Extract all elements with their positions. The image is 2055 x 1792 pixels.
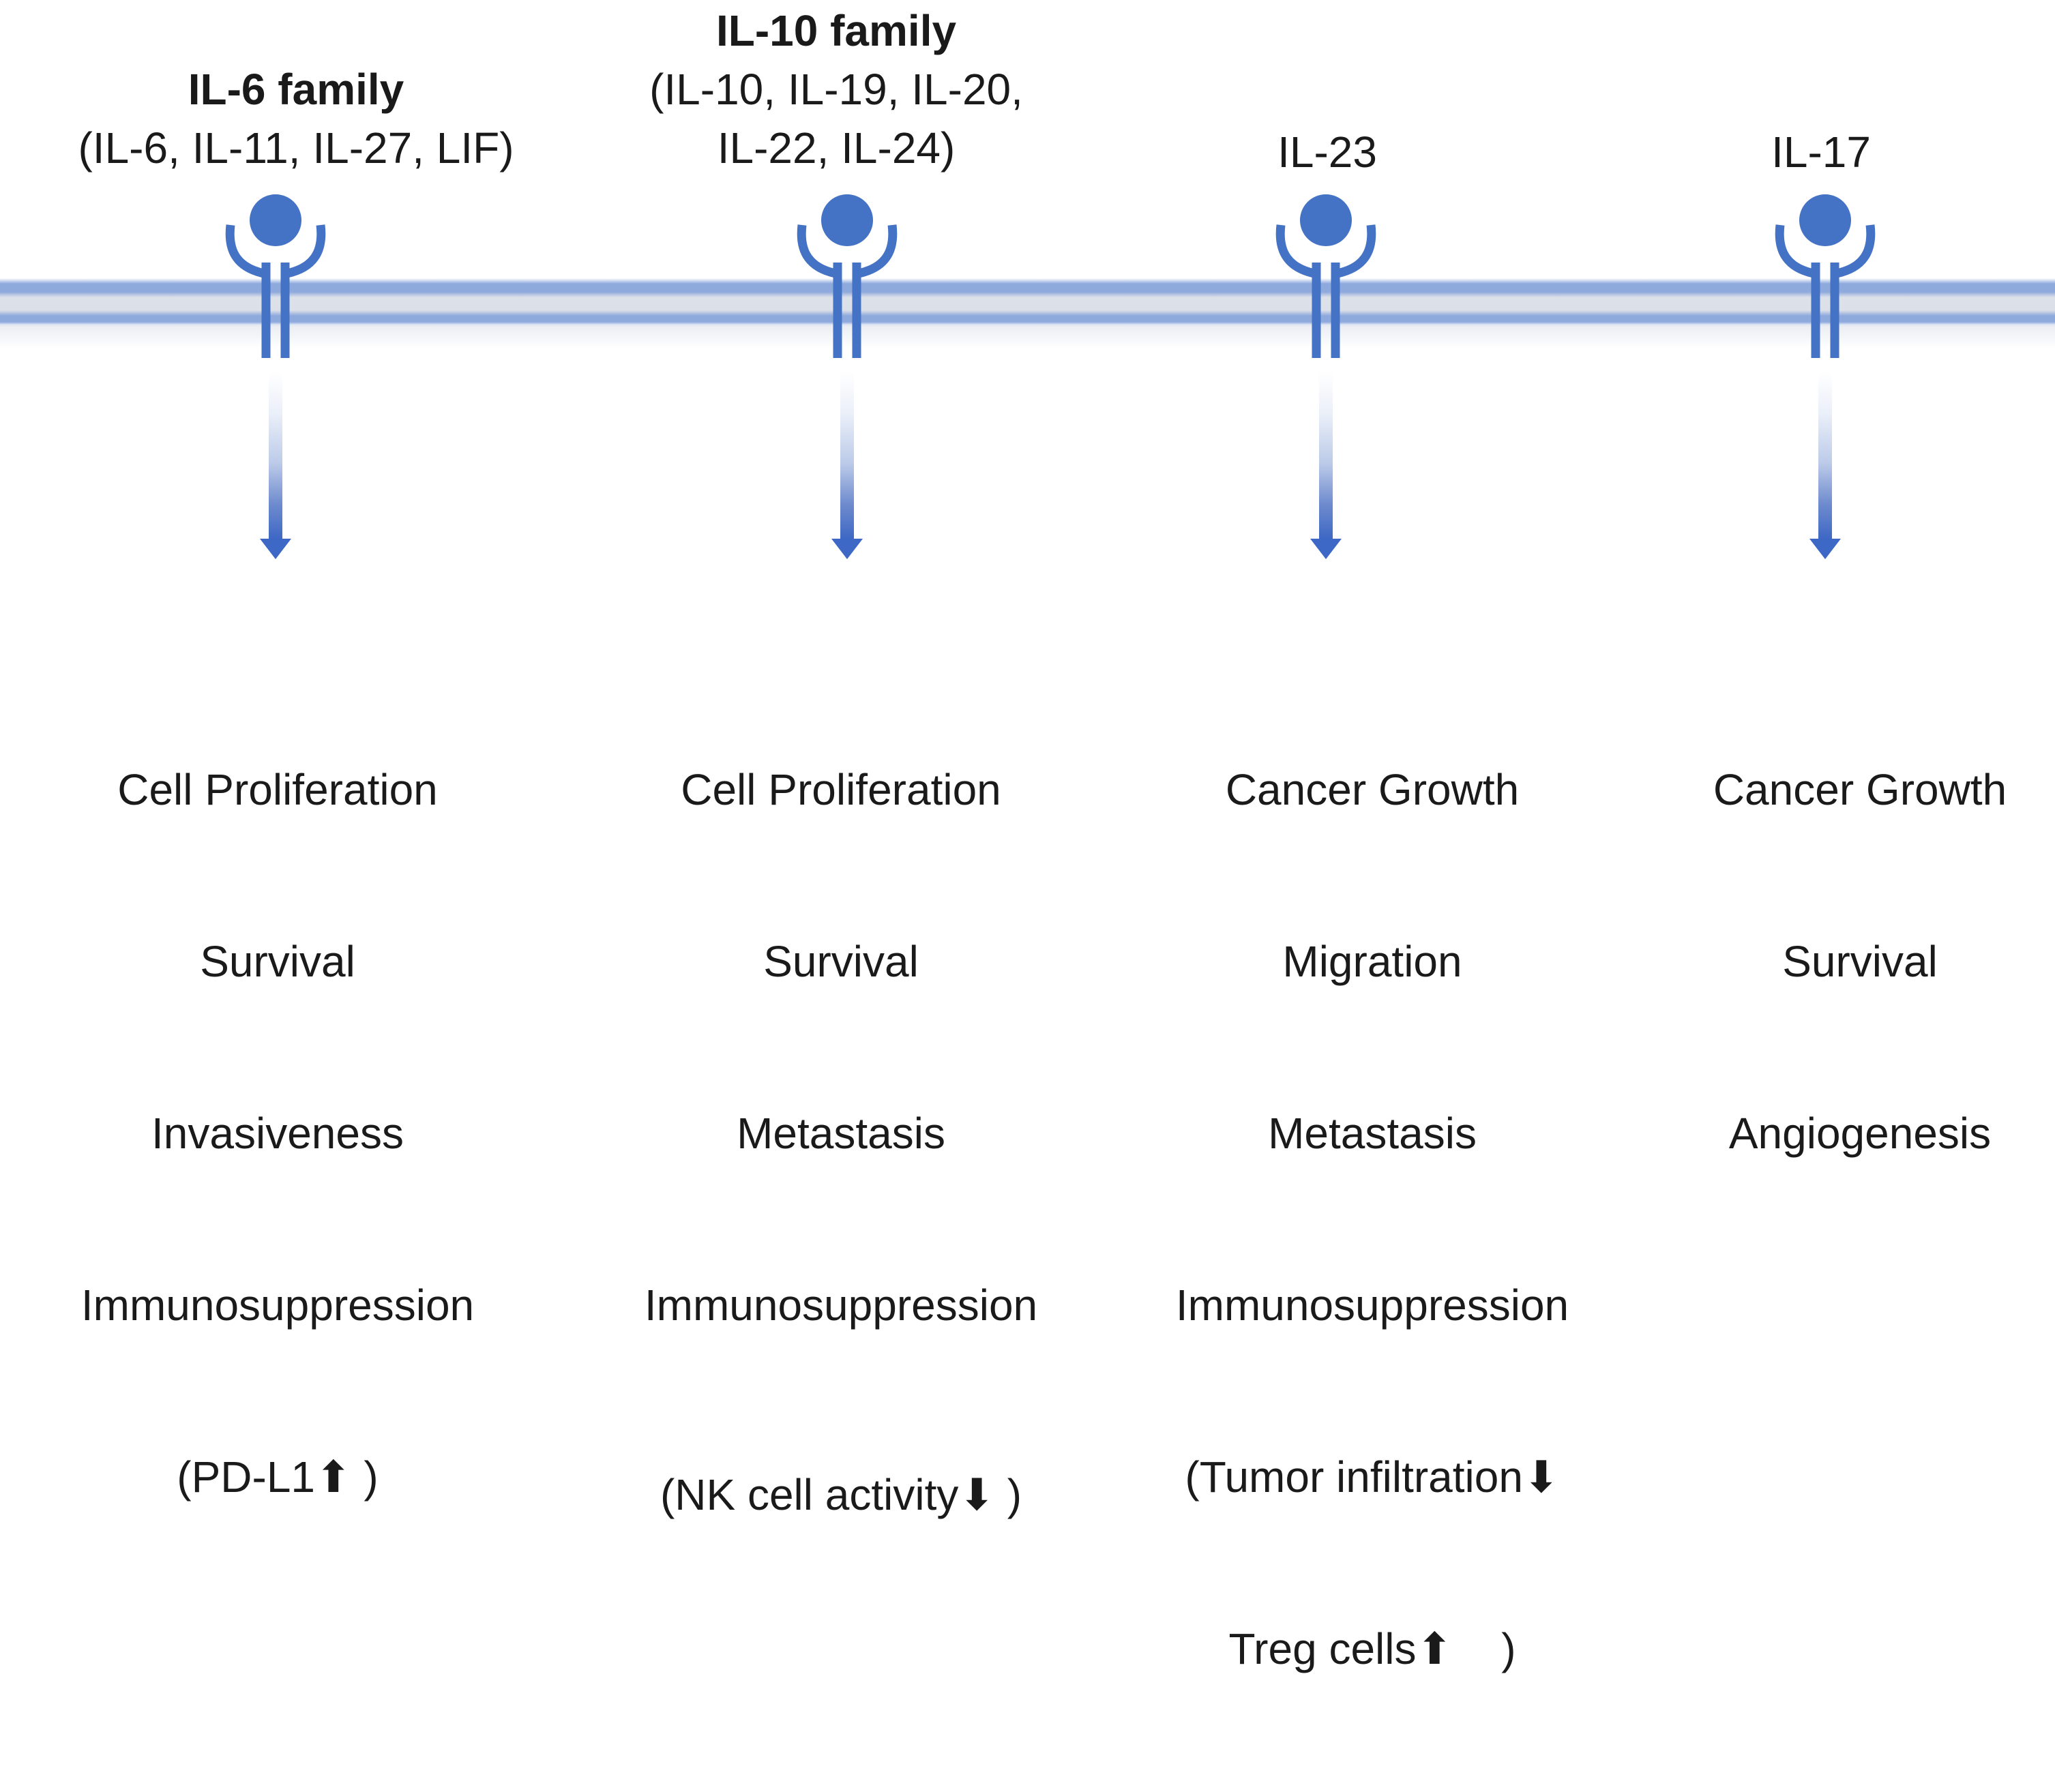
arrow-stem: [1818, 372, 1832, 539]
cytokine-label-il6: IL-6 family (IL-6, IL-11, IL-27, LIF): [0, 60, 603, 177]
cell-membrane: [0, 278, 2055, 326]
effect-item: Metastasis: [737, 1109, 945, 1158]
effect-item: Survival: [1782, 937, 1938, 986]
effect-item: Survival: [200, 937, 355, 986]
arrow-stem: [1319, 372, 1333, 539]
effect-item: Cancer Growth: [1225, 765, 1520, 814]
signal-down-arrow-icon: [1310, 372, 1342, 559]
effect-item: Survival: [763, 937, 919, 986]
arrow-head: [831, 539, 863, 559]
effects-list-il6: Cell Proliferation Survival Invasiveness…: [18, 646, 537, 1620]
effect-item-note: Treg cells⬆ ): [1228, 1624, 1516, 1673]
cytokine-label-il17: IL-17: [1514, 123, 2055, 181]
effect-item-note: (NK cell activity⬇ ): [660, 1470, 1022, 1519]
signal-down-arrow-icon: [260, 372, 291, 559]
effect-item: Cell Proliferation: [681, 765, 1001, 814]
membrane-lower-fade: [0, 325, 2055, 348]
effect-item: Invasiveness: [151, 1109, 404, 1158]
receptor-icon: [225, 194, 326, 358]
signal-down-arrow-icon: [831, 372, 863, 559]
cytokine-family-members: (IL-10, IL-19, IL-20,: [649, 65, 1023, 114]
effect-item: Migration: [1282, 937, 1462, 986]
cytokine-name: IL-23: [1277, 128, 1377, 177]
arrow-head: [260, 539, 291, 559]
cytokine-label-il23: IL-23: [1020, 123, 1634, 181]
receptor-icon: [1275, 194, 1376, 358]
effects-list-il23: Cancer Growth Migration Metastasis Immun…: [1113, 646, 1631, 1792]
effect-item-note: (PD-L1⬆ ): [177, 1452, 379, 1502]
receptor-icon: [1775, 194, 1876, 358]
cytokine-name: IL-17: [1771, 128, 1871, 177]
arrow-head: [1310, 539, 1342, 559]
cytokine-family-name: IL-10 family: [715, 6, 957, 55]
cytokine-family-members: IL-22, IL-24): [717, 123, 956, 173]
effect-item: Immunosuppression: [80, 1281, 475, 1330]
effect-item-note: (Tumor infiltration⬇: [1185, 1452, 1560, 1502]
effect-item: Cancer Growth: [1713, 765, 2007, 814]
effect-item: Metastasis: [1268, 1109, 1477, 1158]
arrow-stem: [269, 372, 282, 539]
effect-item: Immunosuppression: [1175, 1281, 1569, 1330]
effect-item: Cell Proliferation: [117, 765, 438, 814]
effects-list-il17: Cancer Growth Survival Angiogenesis: [1669, 646, 2051, 1276]
effect-item: Immunosuppression: [644, 1281, 1038, 1330]
signal-down-arrow-icon: [1809, 372, 1841, 559]
effect-item: Angiogenesis: [1728, 1109, 1992, 1158]
arrow-stem: [840, 372, 854, 539]
cytokine-family-name: IL-6 family: [188, 65, 404, 114]
receptor-icon: [797, 194, 898, 358]
cytokine-label-il10: IL-10 family (IL-10, IL-19, IL-20, IL-22…: [529, 1, 1143, 177]
effects-list-il10: Cell Proliferation Survival Metastasis I…: [582, 646, 1100, 1638]
arrow-head: [1809, 539, 1841, 559]
cytokine-family-members: (IL-6, IL-11, IL-27, LIF): [78, 123, 514, 173]
